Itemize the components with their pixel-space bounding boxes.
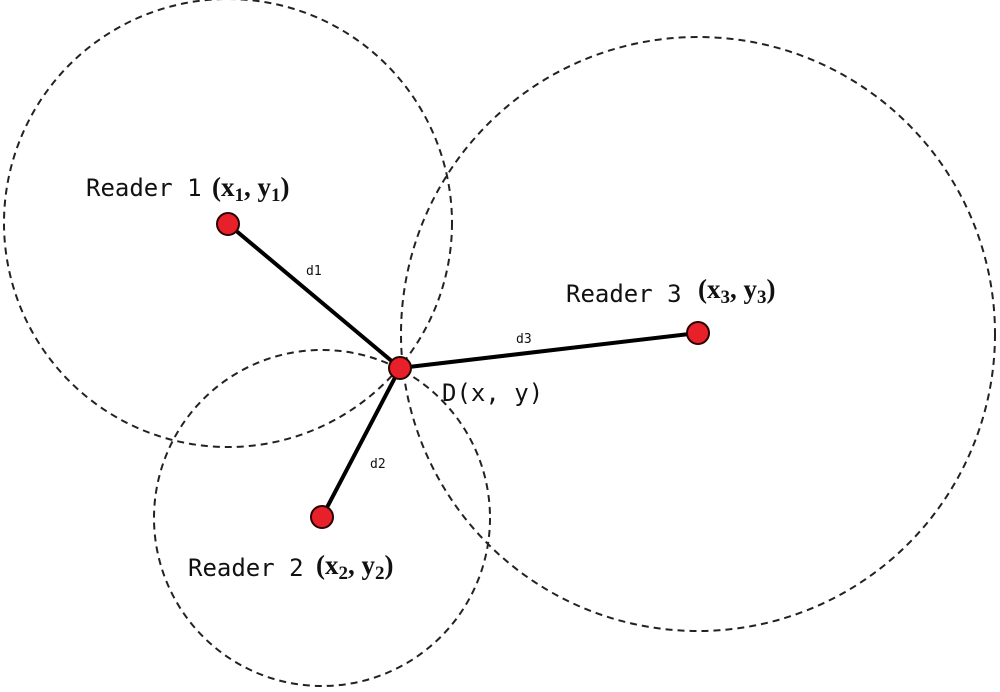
reader-2-coordinates: (x2, y2) (316, 550, 394, 584)
distance-label-d3: d3 (516, 332, 532, 347)
reader-3-range-circle (400, 36, 996, 632)
reader-1-coordinates: (x1, y1) (212, 172, 290, 206)
reader-2-node (310, 505, 334, 529)
reader-1-range-circle (3, 0, 453, 448)
reader-3-node (686, 321, 710, 345)
reader-1-label: Reader 1 (86, 174, 202, 202)
distance-label-d1: d1 (306, 264, 322, 279)
distance-line-d1 (226, 222, 402, 370)
target-node (388, 356, 412, 380)
distance-line-d3 (398, 331, 700, 370)
distance-label-d2: d2 (370, 457, 386, 472)
reader-2-label: Reader 2 (188, 554, 304, 582)
reader-3-label: Reader 3 (566, 280, 682, 308)
reader-1-node (216, 212, 240, 236)
target-label: D(x, y) (442, 379, 543, 407)
distance-line-d2 (320, 366, 402, 519)
reader-3-coordinates: (x3, y3) (698, 274, 776, 308)
reader-2-range-circle (153, 349, 491, 687)
